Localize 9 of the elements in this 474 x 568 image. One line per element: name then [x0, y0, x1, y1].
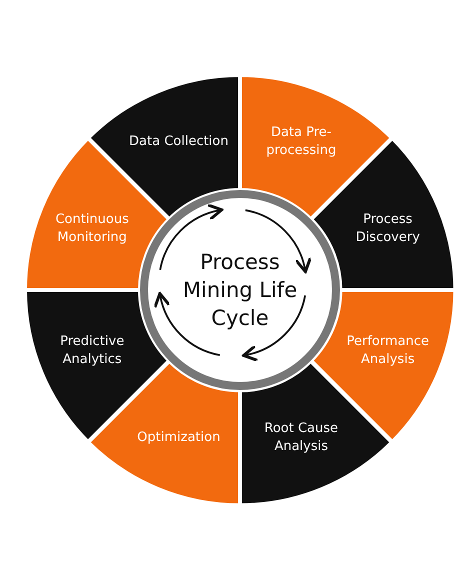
segment-label: Data Collection [128, 133, 230, 152]
segment-label: Data Pre-processing [265, 124, 338, 160]
segment-label: Process Discovery [354, 210, 421, 247]
segment-label: Continuous Monitoring [54, 210, 130, 247]
segment-label: Optimization [136, 428, 222, 447]
segment-label: Root Cause Analysis [263, 420, 340, 456]
segment-label: Performance Analysis [346, 333, 430, 370]
center-title: Process Mining Life Cycle [182, 249, 298, 332]
segment-label: Predictive Analytics [59, 333, 126, 370]
